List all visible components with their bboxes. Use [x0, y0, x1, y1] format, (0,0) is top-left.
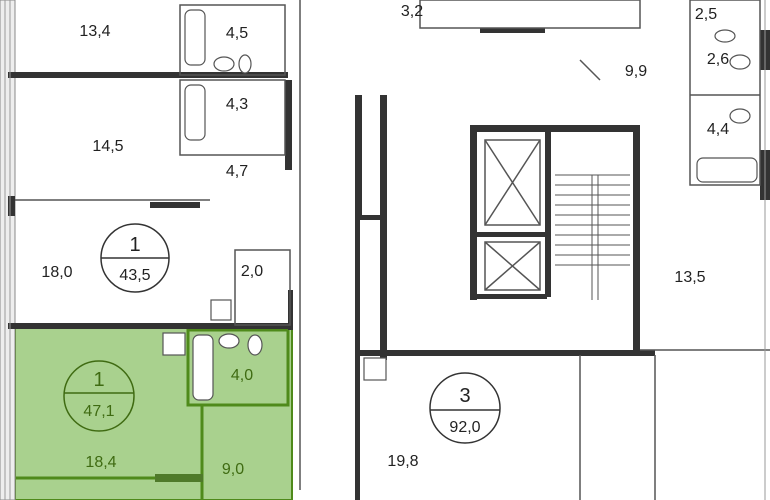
elevators	[484, 139, 541, 291]
room-area: 13,4	[79, 23, 110, 40]
apartment-area: 92,0	[449, 419, 480, 436]
wall	[155, 474, 203, 482]
apartment-badge[interactable]: 3 92,0	[429, 372, 501, 444]
bathtub-icon	[184, 84, 206, 141]
room-area: 4,7	[226, 163, 248, 180]
toilet-icon	[729, 108, 751, 124]
sink-icon	[213, 56, 235, 72]
room-area: 9,9	[625, 63, 647, 80]
thin-partitions	[15, 0, 770, 500]
room-area: 19,8	[387, 453, 418, 470]
sink-icon	[714, 29, 736, 43]
toilet-icon	[247, 334, 263, 356]
room-area: 4,3	[226, 96, 248, 113]
apartment-rooms: 1	[93, 369, 104, 391]
washer-icon	[363, 357, 387, 381]
room-area: 9,0	[222, 461, 244, 478]
fixtures	[162, 9, 758, 401]
bathroom-highlight	[186, 328, 290, 407]
room-area: 18,4	[85, 454, 116, 471]
room-area: 2,6	[707, 51, 729, 68]
toilet-icon	[729, 54, 751, 70]
room-area: 18,0	[41, 264, 72, 281]
bathtub-icon	[192, 334, 214, 401]
apartment-badge[interactable]: 1 43,5	[100, 223, 170, 293]
room-area: 4,5	[226, 25, 248, 42]
facade-left	[0, 0, 16, 500]
room-area: 3,2	[401, 3, 423, 20]
staircase	[555, 174, 630, 300]
toilet-icon	[238, 54, 252, 74]
room-area: 2,5	[695, 6, 717, 23]
apartment-area: 43,5	[119, 267, 150, 284]
sink-icon	[218, 333, 240, 349]
washer-icon	[162, 332, 186, 356]
room-area: 14,5	[92, 138, 123, 155]
room-area: 4,0	[231, 367, 253, 384]
room-area: 13,5	[674, 269, 705, 286]
washer-icon	[210, 299, 232, 321]
bathtub-icon	[696, 157, 758, 183]
apartment-rooms: 3	[459, 385, 470, 407]
room-area: 4,4	[707, 121, 729, 138]
apartment-area: 47,1	[83, 403, 114, 420]
bathtub-icon	[184, 9, 206, 66]
room-area: 2,0	[241, 263, 263, 280]
apartment-badge[interactable]: 1 47,1	[63, 360, 135, 432]
apartment-rooms: 1	[129, 234, 140, 256]
windows	[4, 0, 766, 500]
